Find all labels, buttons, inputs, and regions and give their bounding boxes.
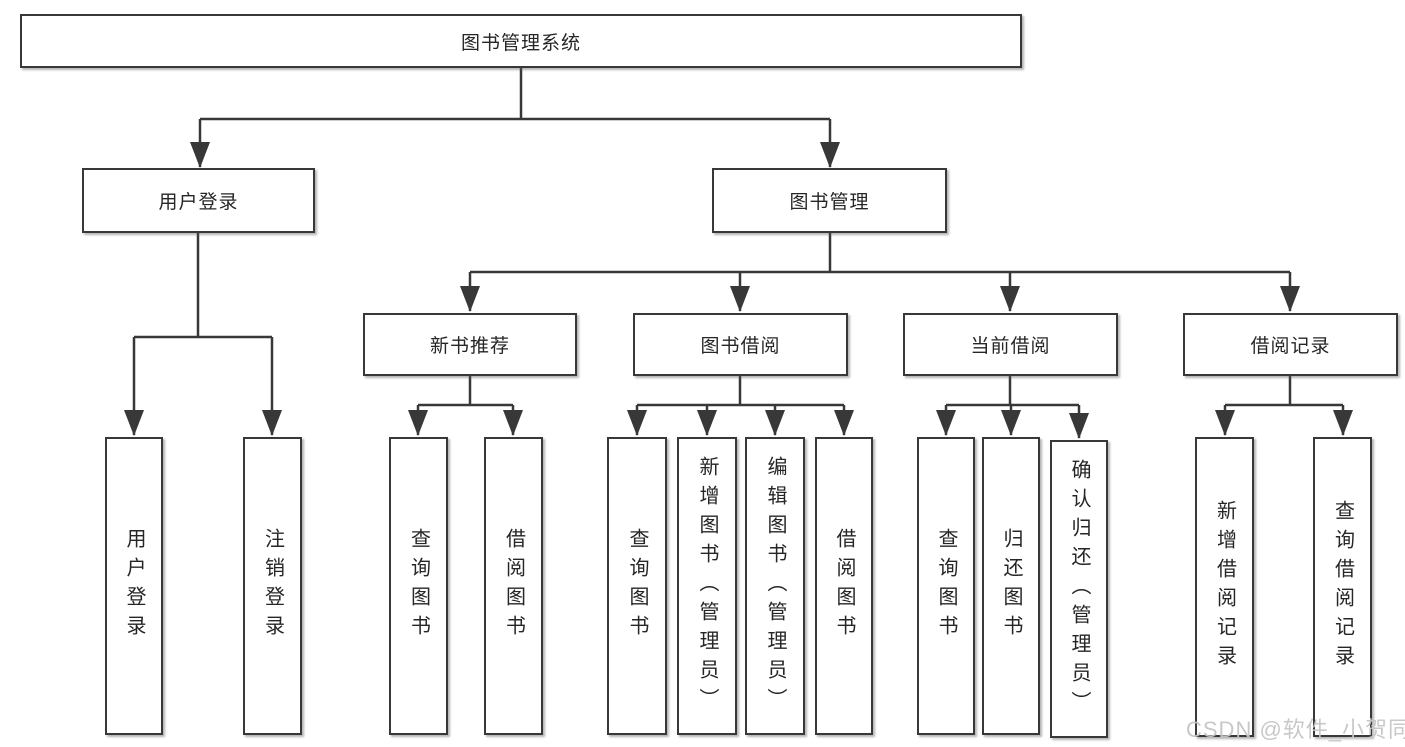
leaf-edit-book-admin: 编辑图书（管理员）	[745, 437, 805, 735]
edge-borrow-bus	[637, 376, 844, 407]
node-borrowing-records: 借阅记录	[1183, 313, 1398, 376]
leaf-logout: 注销登录	[243, 437, 302, 735]
node-book-management: 图书管理	[712, 168, 947, 233]
leaf-query-borrow-record: 查询借阅记录	[1313, 437, 1372, 737]
edge-bookmgmt-bus	[470, 233, 1290, 274]
node-book-borrowing: 图书借阅	[633, 313, 848, 376]
leaf-confirm-return-admin: 确认归还（管理员）	[1050, 440, 1108, 738]
leaf-query-books-borrowing: 查询图书	[607, 437, 667, 735]
node-root: 图书管理系统	[20, 14, 1022, 68]
edge-userlogin-bus	[134, 233, 272, 339]
edge-current-bus	[946, 376, 1079, 407]
edge-root-bus	[200, 68, 830, 121]
leaf-add-book-admin: 新增图书（管理员）	[677, 437, 737, 735]
node-current-borrowing: 当前借阅	[903, 313, 1118, 376]
node-new-book-recommend: 新书推荐	[363, 313, 577, 376]
leaf-query-books-current: 查询图书	[917, 437, 975, 735]
leaf-borrow-books-recommend: 借阅图书	[484, 437, 543, 735]
edge-newbook-bus	[418, 376, 513, 407]
leaf-add-borrow-record: 新增借阅记录	[1195, 437, 1254, 737]
leaf-return-book: 归还图书	[982, 437, 1040, 735]
leaf-query-books-recommend: 查询图书	[389, 437, 448, 735]
leaf-user-login: 用户登录	[105, 437, 163, 735]
leaf-borrow-books: 借阅图书	[815, 437, 873, 735]
node-user-login: 用户登录	[82, 168, 315, 233]
edge-records-bus	[1225, 376, 1343, 407]
